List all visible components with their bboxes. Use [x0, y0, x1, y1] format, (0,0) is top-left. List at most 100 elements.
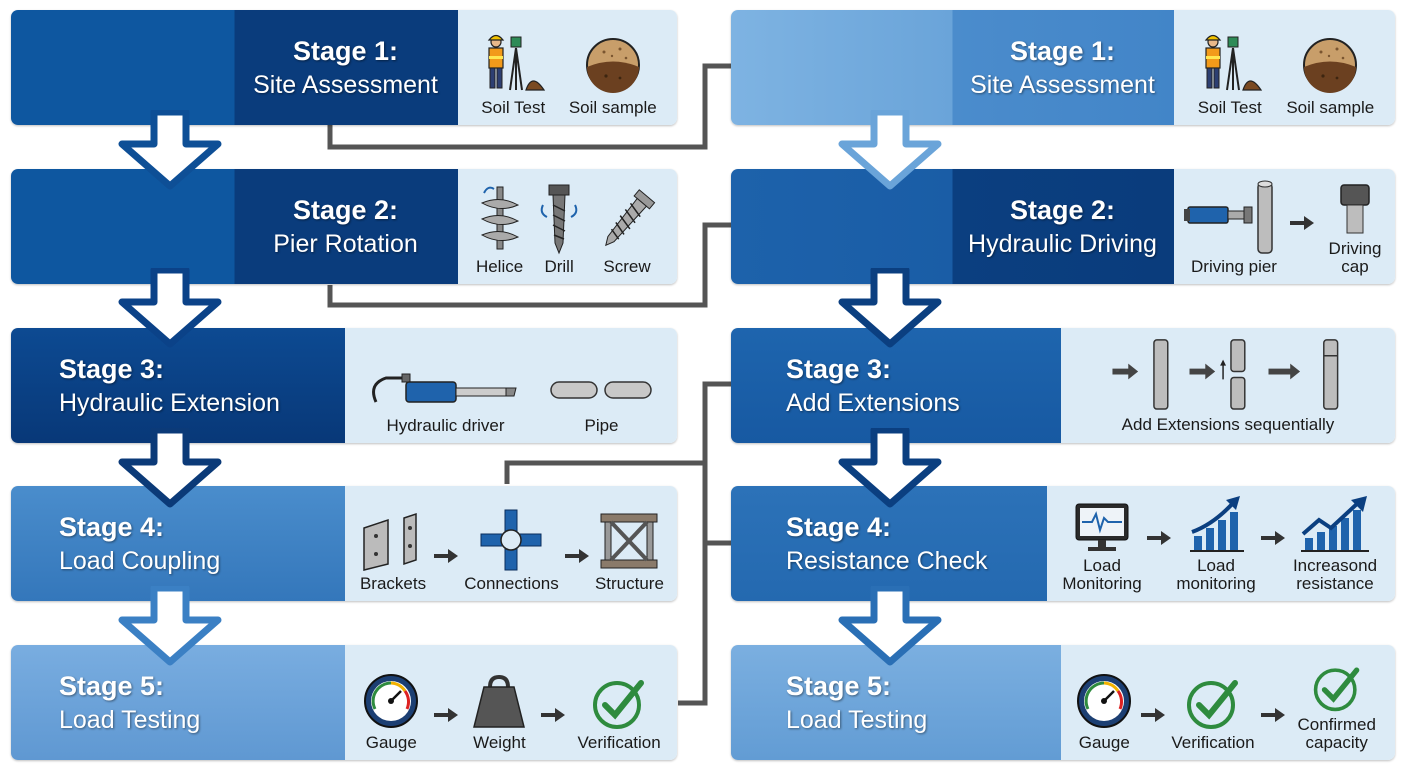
right-stage-5: Stage 5: Load Testing Gauge Verification — [731, 645, 1395, 760]
connector-stage2 — [327, 222, 731, 308]
pipe-item: Pipe — [547, 364, 657, 435]
stage-subtitle: Resistance Check — [786, 546, 988, 575]
caption: Verification — [1171, 733, 1255, 753]
bracket-icon — [363, 513, 417, 572]
icon-panel: Gauge Verification Confirmed capacity — [1061, 645, 1395, 760]
icon-panel: Driving pier Driving cap — [1174, 169, 1395, 284]
stage-label: Stage 2: Hydraulic Driving — [731, 169, 1174, 284]
arrow-icon — [1140, 708, 1165, 752]
caption: Verification — [577, 733, 661, 753]
drill-item: Drill — [539, 183, 579, 276]
soil-sample-item: Soil sample — [569, 34, 657, 117]
icon-panel: Soil Test Soil sample — [1174, 10, 1395, 125]
caption: Helice — [475, 257, 524, 277]
stage-title: Stage 2: — [292, 195, 399, 226]
soil-test-item: Soil Test — [478, 32, 548, 117]
sequential-extension-icon — [1112, 339, 1339, 410]
icon-panel: Load Monitoring Load monitoring — [1047, 486, 1395, 601]
arrow-icon — [1290, 216, 1314, 276]
helix-pier-icon — [480, 186, 519, 250]
stage-subtitle: Add Extensions — [786, 388, 960, 417]
caption: Screw — [603, 257, 651, 277]
gauge-item: Gauge — [1074, 671, 1134, 752]
connections-item: Connections — [464, 508, 559, 593]
check-circle-icon — [1313, 667, 1360, 712]
surveyor-icon — [1204, 35, 1262, 91]
caption: Weight — [473, 733, 526, 753]
stage-title: Stage 4: — [59, 512, 165, 543]
icon-panel: Add Extensions sequentially — [1061, 328, 1395, 443]
stage-subtitle: Pier Rotation — [273, 229, 418, 258]
gauge-item: Gauge — [361, 671, 421, 752]
load-monitoring-2-item: Load monitoring — [1171, 494, 1261, 593]
right-stage-4: Stage 4: Resistance Check Load Monitorin… — [731, 486, 1395, 601]
connection-icon — [480, 509, 542, 571]
flow-arrow-right-2 — [838, 268, 942, 348]
flow-arrow-right-3 — [838, 428, 942, 508]
arrow-icon — [564, 549, 589, 593]
rising-trend-icon — [1301, 496, 1369, 553]
monitor-icon — [1075, 503, 1129, 552]
caption: Drill — [544, 257, 574, 277]
check-circle-icon — [593, 680, 645, 730]
stage-label: Stage 3: Hydraulic Extension — [11, 328, 345, 443]
caption: Soil sample — [1286, 98, 1375, 118]
caption: Confirmed capacity — [1297, 715, 1376, 753]
caption: Driving pier — [1191, 257, 1277, 277]
caption: Load Monitoring — [1062, 556, 1142, 594]
right-stage-3: Stage 3: Add Extensions Add Extensions s… — [731, 328, 1395, 443]
flow-arrow-right-1 — [838, 110, 942, 190]
stage-subtitle: Site Assessment — [253, 70, 438, 99]
arrow-icon — [1261, 708, 1286, 752]
left-stage-2: Stage 2: Pier Rotation Helice Drill — [11, 169, 677, 284]
icon-panel: Helice Drill Screw — [458, 169, 677, 284]
caption: Brackets — [359, 574, 427, 594]
caption: Hydraulic driver — [386, 416, 505, 436]
hydraulic-cylinder-icon — [371, 373, 517, 403]
stage-subtitle: Load Testing — [786, 705, 928, 734]
stage-label: Stage 4: Resistance Check — [731, 486, 1047, 601]
increased-resistance-item: Increasond resistance — [1285, 494, 1385, 593]
stage-label: Stage 5: Load Testing — [731, 645, 1061, 760]
arrow-icon — [434, 549, 459, 593]
stage-title: Stage 1: — [1009, 36, 1116, 67]
stage-title: Stage 5: — [59, 671, 165, 702]
check-circle-icon — [1186, 680, 1238, 730]
connector-stage4-left — [504, 460, 705, 484]
caption: Add Extensions sequentially — [1121, 415, 1335, 434]
structure-item: Structure — [595, 510, 664, 593]
icon-panel: Hydraulic driver Pipe — [345, 328, 677, 443]
load-monitoring-item: Load Monitoring — [1057, 500, 1147, 593]
stage-title: Stage 3: — [59, 354, 165, 385]
brackets-item: Brackets — [358, 510, 428, 593]
gauge-icon — [1077, 674, 1132, 729]
confirmed-capacity-item: Confirmed capacity — [1292, 663, 1382, 752]
caption: Driving cap — [1328, 239, 1382, 277]
left-stage-4: Stage 4: Load Coupling Brackets Connecti… — [11, 486, 677, 601]
right-stage-1: Stage 1: Site Assessment Soil Test — [731, 10, 1395, 125]
caption: Load monitoring — [1176, 556, 1256, 594]
gauge-icon — [364, 674, 419, 729]
stage-title: Stage 1: — [292, 36, 399, 67]
stage-label: Stage 5: Load Testing — [11, 645, 345, 760]
caption: Increasond resistance — [1292, 556, 1378, 594]
hydraulic-pier-driver-icon — [1184, 180, 1273, 254]
arrow-icon — [540, 708, 565, 752]
driving-pier-item: Driving pier — [1184, 179, 1284, 276]
screw-icon — [605, 189, 656, 247]
hydraulic-driver-item: Hydraulic driver — [366, 364, 526, 435]
screw-item: Screw — [595, 185, 659, 276]
weight-icon — [473, 675, 526, 728]
arrow-icon — [1147, 531, 1171, 593]
left-stage-3: Stage 3: Hydraulic Extension Hydraulic d… — [11, 328, 677, 443]
caption: Pipe — [584, 416, 619, 436]
driving-cap-item: Driving cap — [1320, 181, 1390, 276]
caption: Gauge — [365, 733, 417, 753]
connector-stage1 — [327, 63, 731, 150]
icon-panel: Soil Test Soil sample — [458, 10, 677, 125]
left-stage-1: Stage 1: Site Assessment Soil Test — [11, 10, 677, 125]
driving-cap-icon — [1340, 184, 1370, 234]
stage-title: Stage 2: — [1009, 195, 1116, 226]
caption: Soil Test — [1197, 98, 1262, 118]
